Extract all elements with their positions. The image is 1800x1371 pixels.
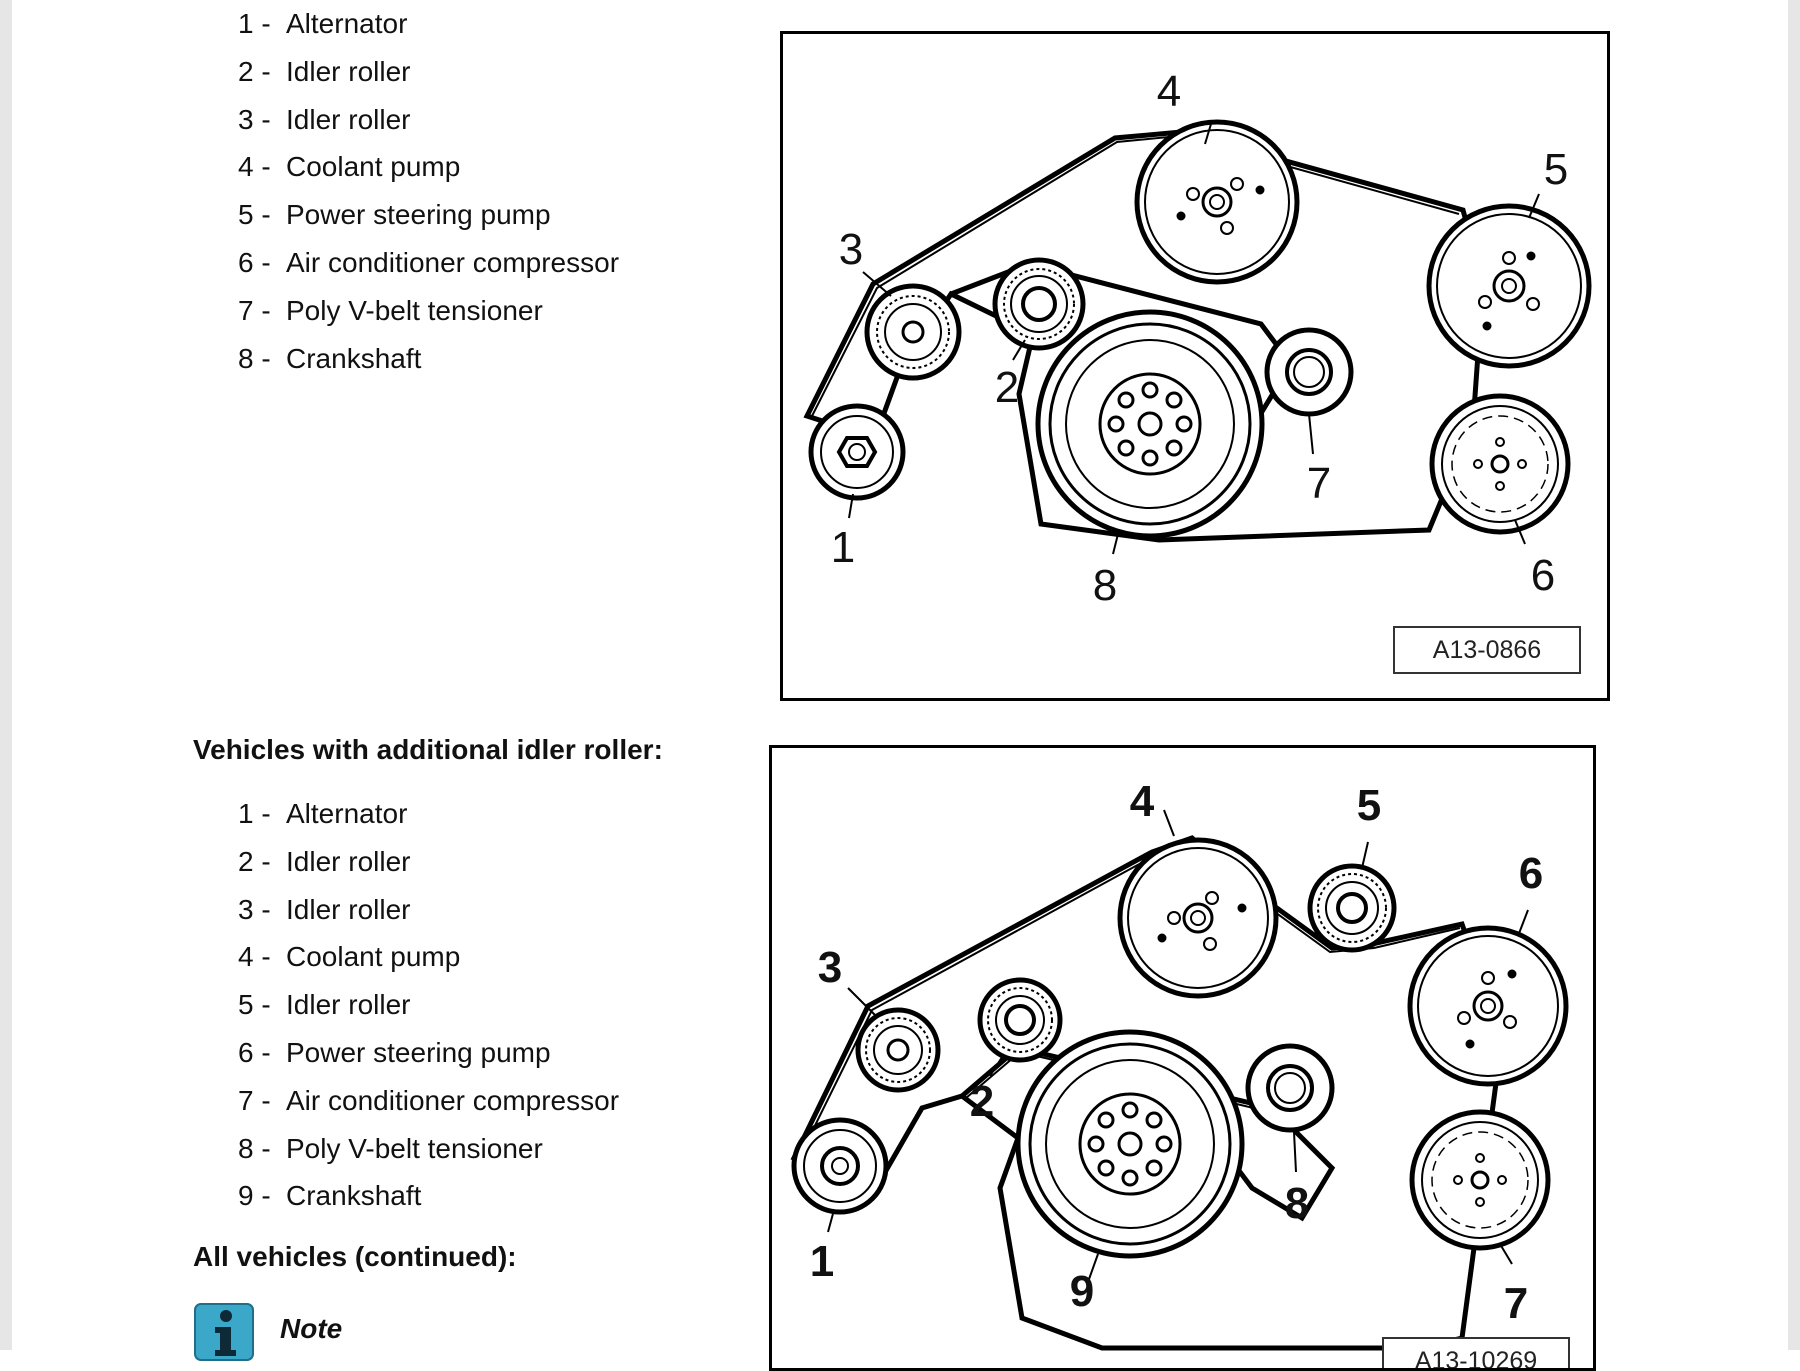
ac-compressor-pulley xyxy=(1409,1109,1551,1251)
legend-item: 4 -Coolant pump xyxy=(238,941,461,973)
legend-item: 3 -Idler roller xyxy=(238,893,411,925)
callout-label: 3 xyxy=(818,943,842,992)
legend-item: 3 -Idler roller xyxy=(238,103,411,135)
belt-diagram-figure-a: 4 5 3 2 7 6 8 1 A13-0866 xyxy=(780,31,1610,701)
legend-item: 1 -Alternator xyxy=(238,8,408,39)
alternator-pulley xyxy=(791,1117,889,1215)
idler-roller-2-pulley xyxy=(992,257,1086,351)
figure-code-a: A13-0866 xyxy=(1393,626,1581,674)
legend-item: 5 -Power steering pump xyxy=(238,199,551,231)
power-steering-pulley xyxy=(1407,925,1569,1087)
idler-roller-3-pulley xyxy=(855,1007,941,1093)
section-heading-additional-idler: Vehicles with additional idler roller: xyxy=(193,734,663,765)
crankshaft-pulley xyxy=(1035,309,1265,539)
tensioner-pulley xyxy=(1264,327,1354,417)
callout-label: 6 xyxy=(1531,551,1555,600)
legend-item: 1 -Alternator xyxy=(238,798,408,829)
callout-label: 1 xyxy=(810,1237,834,1286)
callout-label: 8 xyxy=(1285,1179,1309,1228)
callout-label: 4 xyxy=(1157,67,1181,116)
callout-label: 6 xyxy=(1519,849,1543,898)
callout-label: 9 xyxy=(1070,1267,1094,1316)
callout-label: 8 xyxy=(1093,561,1117,610)
belt-routing-drawing-b: 4 5 6 3 2 8 7 9 1 xyxy=(790,777,1569,1351)
info-icon xyxy=(194,1303,254,1361)
idler-roller-2-pulley xyxy=(977,977,1063,1063)
legend-item: 8 -Crankshaft xyxy=(238,342,422,374)
legend-item: 6 -Air conditioner compressor xyxy=(238,246,620,278)
page-left-margin xyxy=(0,0,12,1350)
legend-item: 4 -Coolant pump xyxy=(238,151,461,183)
callout-label: 1 xyxy=(831,523,855,572)
legend-list-figure-a: 1 -Alternator 2 -Idler roller 3 -Idler r… xyxy=(238,0,619,382)
figure-code-b: A13-10269 xyxy=(1382,1337,1570,1368)
alternator-pulley xyxy=(808,403,906,501)
legend-item: 8 -Poly V-belt tensioner xyxy=(238,1132,543,1164)
power-steering-pulley xyxy=(1426,203,1592,369)
legend-item: 2 -Idler roller xyxy=(238,845,411,877)
legend-item: 6 -Power steering pump xyxy=(238,1036,551,1068)
crankshaft-pulley xyxy=(1015,1029,1245,1259)
legend-item: 7 -Poly V-belt tensioner xyxy=(238,294,543,326)
page-right-margin xyxy=(1788,0,1800,1350)
legend-item: 2 -Idler roller xyxy=(238,55,411,87)
ac-compressor-pulley xyxy=(1429,393,1571,535)
callout-label: 5 xyxy=(1544,145,1568,194)
legend-item: 5 -Idler roller xyxy=(238,989,411,1021)
callout-label: 2 xyxy=(970,1077,994,1126)
callout-label: 7 xyxy=(1307,459,1331,508)
legend-item: 9 -Crankshaft xyxy=(238,1180,422,1212)
callout-label: 7 xyxy=(1504,1279,1528,1328)
coolant-pump-pulley xyxy=(1134,119,1300,285)
idler-roller-5-pulley xyxy=(1307,863,1397,953)
belt-diagram-figure-b: 4 5 6 3 2 8 7 9 1 A13-10269 xyxy=(769,745,1596,1371)
note-label: Note xyxy=(280,1313,343,1344)
section-heading-continued: All vehicles (continued): xyxy=(193,1241,517,1272)
callout-label: 3 xyxy=(839,225,863,274)
callout-label: 4 xyxy=(1130,777,1155,826)
callout-label: 5 xyxy=(1357,781,1381,830)
belt-routing-drawing-a: 4 5 3 2 7 6 8 1 xyxy=(803,67,1592,610)
legend-list-figure-b: 1 -Alternator 2 -Idler roller 3 -Idler r… xyxy=(238,790,619,1220)
tensioner-pulley xyxy=(1245,1043,1335,1133)
idler-roller-3-pulley xyxy=(864,283,962,381)
coolant-pump-pulley xyxy=(1117,837,1279,999)
legend-item: 7 -Air conditioner compressor xyxy=(238,1084,620,1116)
callout-label: 2 xyxy=(995,363,1019,412)
